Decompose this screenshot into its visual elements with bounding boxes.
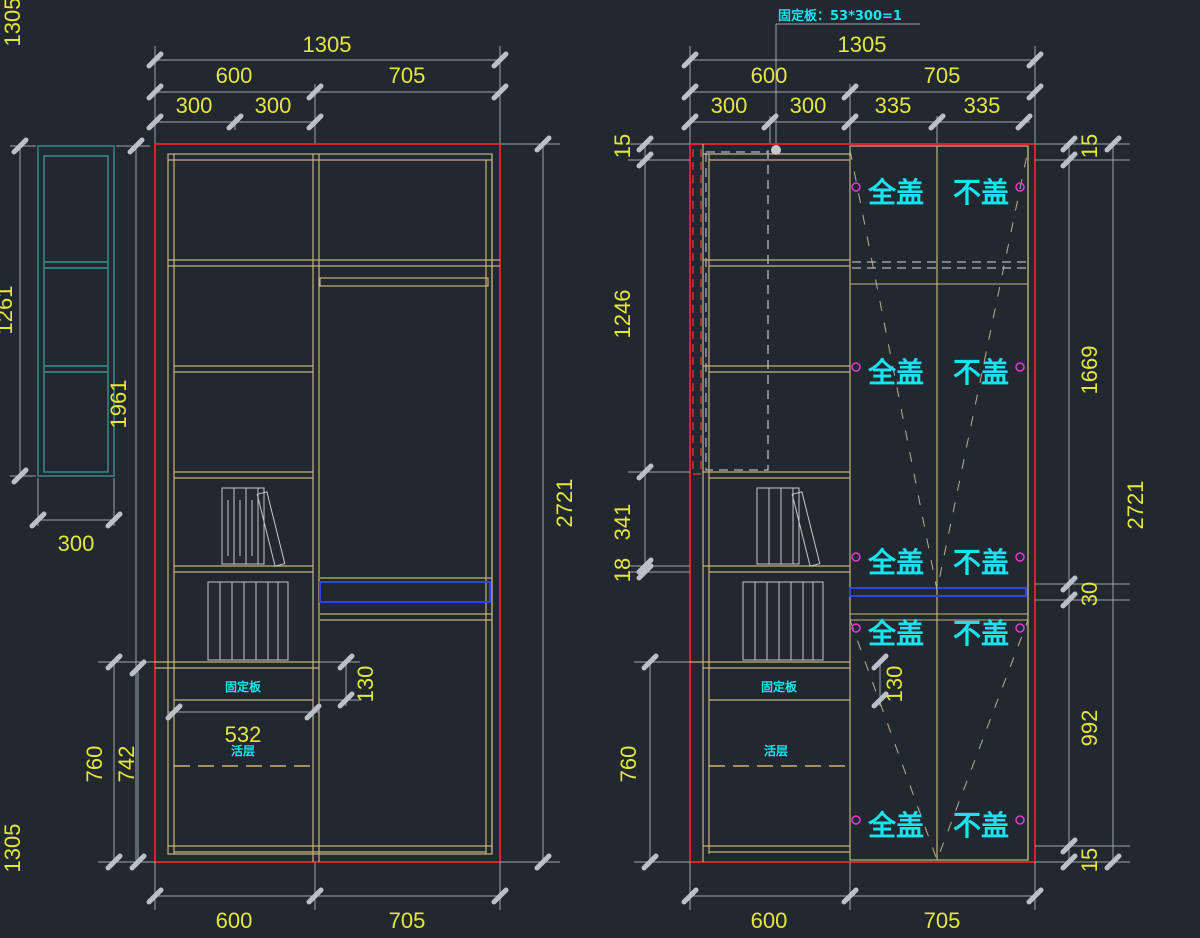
right-left-760: 760 [616, 746, 641, 783]
left-width-532: 532 [225, 722, 262, 747]
door-no-cover-5: 不盖 [953, 809, 1009, 842]
side-panel-view [10, 137, 150, 862]
right-15-bottom: 15 [1077, 848, 1102, 872]
left-gap-130: 130 [353, 666, 378, 703]
right-header-note: 固定板：53*300=1 [778, 8, 902, 24]
right-2721: 2721 [1123, 481, 1148, 530]
door-no-cover-2: 不盖 [953, 356, 1009, 389]
side-panel-height: 1261 [0, 286, 17, 335]
left-width-600: 600 [216, 63, 253, 88]
right-width-335b: 335 [964, 93, 1001, 118]
right-width-300b: 300 [790, 93, 827, 118]
left-fixed-board: 固定板 [225, 679, 262, 694]
door-no-cover-1: 不盖 [953, 176, 1009, 209]
right-total-width: 1305 [838, 32, 887, 57]
right-width-705: 705 [924, 63, 961, 88]
door-no-cover-3: 不盖 [953, 546, 1009, 579]
right-left-341: 341 [610, 504, 635, 541]
left-height-742: 742 [114, 746, 139, 783]
right-15-top: 15 [1077, 134, 1102, 158]
left-height-760: 760 [82, 746, 107, 783]
right-bottom-705: 705 [924, 908, 961, 933]
right-width-600: 600 [751, 63, 788, 88]
left-bottom-705: 705 [389, 908, 426, 933]
left-elevation-geometry [98, 46, 560, 910]
right-mobile-shelf: 活层 [764, 743, 788, 758]
right-elevation-geometry [628, 23, 1130, 910]
right-width-335a: 335 [875, 93, 912, 118]
right-fixed-board: 固定板 [761, 679, 798, 694]
left-width-705: 705 [389, 63, 426, 88]
side-panel-inner-height: 1961 [106, 380, 131, 429]
door-full-cover-3: 全盖 [867, 546, 924, 579]
left-mobile-shelf: 活层 [231, 743, 255, 758]
door-full-cover-4: 全盖 [867, 617, 924, 650]
right-width-300a: 300 [711, 93, 748, 118]
left-total-width: 1305 [303, 32, 352, 57]
door-full-cover-2: 全盖 [867, 356, 924, 389]
left-width-300a: 300 [176, 93, 213, 118]
right-bottom-600: 600 [751, 908, 788, 933]
door-full-cover-1: 全盖 [867, 176, 924, 209]
right-gap-130: 130 [882, 666, 907, 703]
left-bottom-600: 600 [216, 908, 253, 933]
side-panel-width: 300 [58, 531, 95, 556]
right-left-15: 15 [610, 134, 635, 158]
right-left-1246: 1246 [610, 290, 635, 339]
door-no-cover-4: 不盖 [953, 617, 1009, 650]
left-height-2721: 2721 [552, 479, 577, 528]
right-1669: 1669 [1077, 346, 1102, 395]
door-full-cover-5: 全盖 [867, 809, 924, 842]
bottom-left-1305: 1305 [0, 824, 25, 873]
right-left-18: 18 [610, 558, 635, 582]
right-30: 30 [1077, 582, 1102, 606]
left-width-300b: 300 [255, 93, 292, 118]
right-992: 992 [1077, 710, 1102, 747]
top-edge-1305: 1305 [0, 0, 25, 46]
